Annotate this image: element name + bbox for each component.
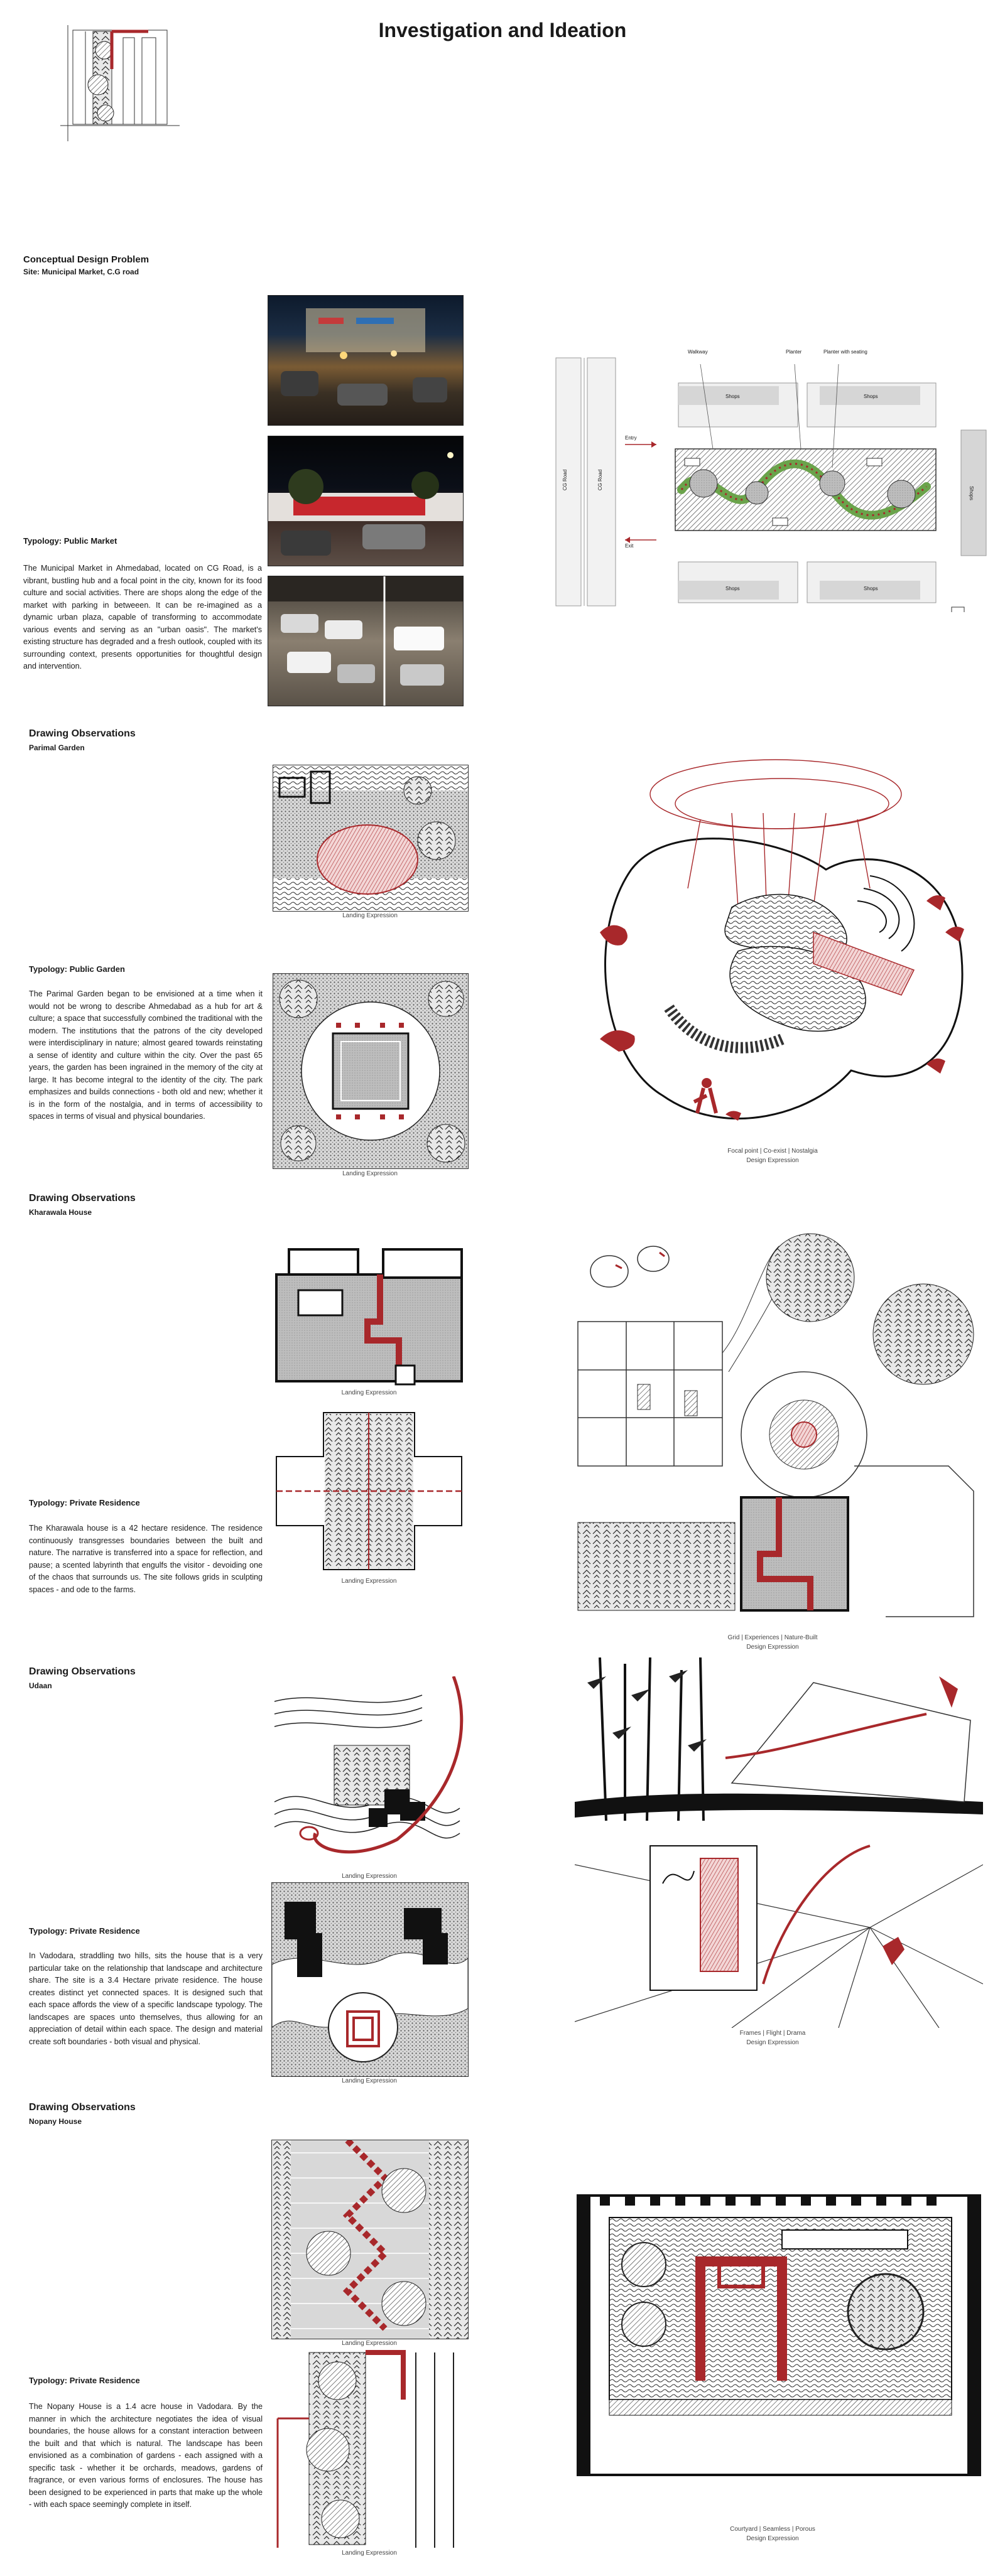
obs3-typology: Typology: Private Residence bbox=[29, 1926, 140, 1936]
label-walkway: Walkway bbox=[688, 349, 708, 355]
label-planter: Planter bbox=[786, 349, 802, 355]
obs4-heading: Drawing Observations bbox=[29, 2102, 136, 2113]
obs3-heading: Drawing Observations bbox=[29, 1666, 136, 1677]
obs3-landing-sketch-2 bbox=[271, 1882, 469, 2077]
obs1-typology: Typology: Public Garden bbox=[29, 964, 125, 974]
obs4-landing-sketch-2 bbox=[271, 2349, 467, 2548]
obs1-design-expression bbox=[575, 744, 977, 1146]
obs4-cap2: Landing Expression bbox=[342, 2550, 397, 2557]
obs2-design-caption: Design Expression bbox=[746, 1644, 799, 1651]
obs1-cap1: Landing Expression bbox=[342, 912, 398, 919]
page-title: Investigation and Ideation bbox=[378, 19, 627, 41]
obs4-description: The Nopany House is a 1.4 acre house in … bbox=[29, 2402, 263, 2509]
obs2-keywords: Grid | Experiences | Nature-Built bbox=[727, 1634, 818, 1641]
label-cg-road-1: CG Road bbox=[562, 469, 568, 491]
market-photo-night-shops bbox=[268, 436, 464, 566]
obs2-design-expression bbox=[572, 1227, 983, 1632]
obs1-design-caption: Design Expression bbox=[746, 1157, 799, 1164]
obs2-cap1: Landing Expression bbox=[341, 1389, 397, 1396]
obs4-typology: Typology: Private Residence bbox=[29, 2376, 140, 2385]
label-cg-road-2: CG Road bbox=[597, 469, 604, 491]
obs3-design-caption: Design Expression bbox=[746, 2039, 799, 2046]
obs2-heading: Drawing Observations bbox=[29, 1193, 136, 1204]
obs1-name: Parimal Garden bbox=[29, 743, 85, 752]
label-exit: Exit bbox=[625, 543, 634, 549]
problem-typology: Typology: Public Market bbox=[23, 536, 117, 546]
obs4-landing-sketch-1 bbox=[271, 2140, 469, 2339]
obs3-keywords: Frames | Flight | Drama bbox=[739, 2030, 806, 2037]
problem-description: The Municipal Market in Ahmedabad, locat… bbox=[23, 564, 262, 671]
obs4-name: Nopany House bbox=[29, 2117, 82, 2126]
obs1-landing-sketch-2 bbox=[273, 973, 469, 1169]
obs3-landing-sketch-1 bbox=[271, 1676, 467, 1871]
obs3-cap2: Landing Expression bbox=[342, 2078, 397, 2084]
market-photo-parking bbox=[268, 576, 464, 706]
key-plan bbox=[60, 25, 180, 141]
obs1-description: The Parimal Garden began to be envisione… bbox=[29, 989, 263, 1121]
obs2-landing-sketch-1 bbox=[273, 1246, 465, 1388]
label-shops-3: Shops bbox=[725, 586, 740, 591]
obs2-description: The Kharawala house is a 42 hectare resi… bbox=[29, 1524, 263, 1594]
obs1-heading: Drawing Observations bbox=[29, 728, 136, 739]
label-entry: Entry bbox=[625, 435, 637, 441]
problem-heading: Conceptual Design Problem bbox=[23, 254, 149, 265]
obs2-cap2: Landing Expression bbox=[341, 1578, 397, 1585]
obs2-landing-sketch-2 bbox=[273, 1406, 465, 1576]
obs3-description: In Vadodara, straddling two hills, sits … bbox=[29, 1951, 263, 2046]
obs4-cap1: Landing Expression bbox=[342, 2340, 397, 2347]
obs1-landing-sketch-1 bbox=[273, 765, 469, 912]
obs1-cap2: Landing Expression bbox=[342, 1170, 398, 1177]
market-photo-night-street bbox=[268, 295, 464, 426]
label-shops-4: Shops bbox=[864, 586, 878, 591]
obs2-typology: Typology: Private Residence bbox=[29, 1498, 140, 1507]
label-planter-seating: Planter with seating bbox=[823, 349, 867, 355]
obs4-keywords: Courtyard | Seamless | Porous bbox=[730, 2526, 815, 2533]
obs3-name: Udaan bbox=[29, 1681, 52, 1690]
site-plan: Walkway Planter Planter with seating Sho… bbox=[550, 348, 996, 612]
obs3-design-expression bbox=[575, 1657, 983, 2028]
obs2-name: Kharawala House bbox=[29, 1208, 92, 1217]
obs4-design-caption: Design Expression bbox=[746, 2535, 799, 2542]
obs4-design-expression bbox=[575, 2192, 983, 2478]
label-shops-1: Shops bbox=[725, 394, 740, 399]
label-shops-5: Shops bbox=[968, 486, 974, 500]
problem-site: Site: Municipal Market, C.G road bbox=[23, 267, 139, 276]
label-shops-2: Shops bbox=[864, 394, 878, 399]
obs3-cap1: Landing Expression bbox=[342, 1873, 397, 1880]
obs1-keywords: Focal point | Co-exist | Nostalgia bbox=[727, 1148, 818, 1155]
